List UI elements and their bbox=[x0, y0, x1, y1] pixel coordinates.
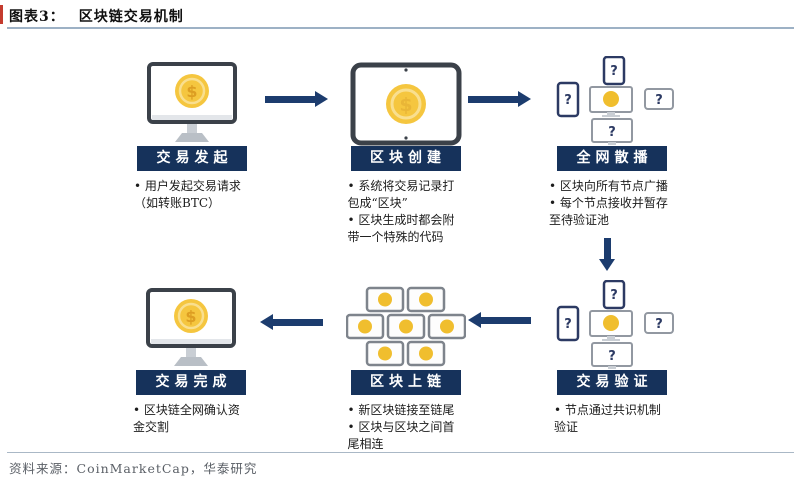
monitor-coin-icon: $ bbox=[113, 58, 271, 146]
figure-header: 图表3： 区块链交易机制 bbox=[9, 6, 184, 26]
step-label: 交易验证 bbox=[557, 370, 667, 395]
device-network-icon: ? ? ? ? bbox=[532, 54, 692, 146]
bullet-item: • 每个节点接收并暂存至待验证池 bbox=[549, 196, 668, 227]
dollar-glyph: $ bbox=[399, 94, 412, 116]
bullet-item: • 区块与区块之间首尾相连 bbox=[347, 420, 455, 451]
device-network-icon: ? ? ? ? bbox=[532, 277, 692, 370]
figure-label: 图表3： bbox=[9, 9, 65, 25]
step-block-onchain: 区块上链 • 新区块链接至链尾 • 区块与区块之间首尾相连 bbox=[328, 281, 483, 453]
step-block-create: $ 区块创建 • 系统将交易记录打包成“区块” • 区块生成时都会附带一个特殊的… bbox=[328, 58, 483, 246]
step-transaction-verify: ? ? ? ? 交易验证 • 节点通过共识机制验证 bbox=[532, 277, 692, 436]
step-label: 交易完成 bbox=[136, 370, 246, 395]
question-glyph: ? bbox=[564, 317, 572, 332]
step-bullets: • 用户发起交易请求（如转账BTC） bbox=[134, 178, 250, 212]
question-glyph: ? bbox=[610, 64, 618, 79]
accent-bar bbox=[0, 5, 3, 24]
flow-arrow-right-1 bbox=[265, 91, 328, 107]
footer-divider bbox=[7, 452, 794, 453]
step-label: 全网散播 bbox=[557, 146, 667, 171]
bullet-item: • 区块向所有节点广播 bbox=[549, 179, 668, 193]
bullet-item: • 新区块链接至链尾 bbox=[347, 403, 455, 417]
question-glyph: ? bbox=[564, 93, 572, 108]
step-transaction-initiate: $ 交易发起 • 用户发起交易请求（如转账BTC） bbox=[113, 58, 271, 212]
bullet-item: • 区块生成时都会附带一个特殊的代码 bbox=[347, 213, 455, 244]
question-glyph: ? bbox=[655, 93, 663, 108]
dollar-glyph: $ bbox=[186, 82, 197, 101]
dollar-glyph: $ bbox=[185, 307, 196, 326]
step-bullets: • 新区块链接至链尾 • 区块与区块之间首尾相连 bbox=[348, 402, 464, 453]
question-glyph: ? bbox=[655, 317, 663, 332]
bullet-item: • 节点通过共识机制验证 bbox=[554, 403, 661, 434]
question-glyph: ? bbox=[608, 125, 616, 140]
figure-title: 区块链交易机制 bbox=[78, 9, 184, 25]
step-transaction-complete: $ 交易完成 • 区块链全网确认资金交割 bbox=[112, 285, 270, 436]
step-label: 交易发起 bbox=[137, 146, 247, 171]
flow-arrow-left-1 bbox=[468, 312, 531, 328]
bullet-item: • 区块链全网确认资金交割 bbox=[133, 403, 240, 434]
flow-arrow-down bbox=[599, 238, 615, 271]
step-bullets: • 区块链全网确认资金交割 bbox=[133, 402, 249, 436]
block-wall-icon bbox=[328, 281, 483, 370]
source-note: 资料来源：CoinMarketCap，华泰研究 bbox=[9, 461, 258, 476]
bullet-item: • 用户发起交易请求（如转账BTC） bbox=[134, 179, 241, 210]
step-bullets: • 节点通过共识机制验证 bbox=[554, 402, 670, 436]
tablet-coin-icon: $ bbox=[328, 58, 483, 146]
flow-arrow-left-2 bbox=[260, 314, 323, 330]
question-glyph: ? bbox=[608, 349, 616, 364]
step-bullets: • 区块向所有节点广播 • 每个节点接收并暂存至待验证池 bbox=[549, 178, 675, 229]
header-divider bbox=[7, 27, 794, 29]
bullet-item: • 系统将交易记录打包成“区块” bbox=[347, 179, 455, 210]
step-network-broadcast: ? ? ? ? 全网散播 • 区块向所有节点广播 • 每个节点接收并暂存至待验证… bbox=[532, 54, 692, 229]
step-bullets: • 系统将交易记录打包成“区块” • 区块生成时都会附带一个特殊的代码 bbox=[348, 178, 464, 246]
flow-arrow-right-2 bbox=[468, 91, 531, 107]
question-glyph: ? bbox=[610, 288, 618, 303]
step-label: 区块上链 bbox=[350, 370, 461, 395]
step-label: 区块创建 bbox=[350, 146, 461, 171]
monitor-coin-icon: $ bbox=[112, 285, 270, 370]
